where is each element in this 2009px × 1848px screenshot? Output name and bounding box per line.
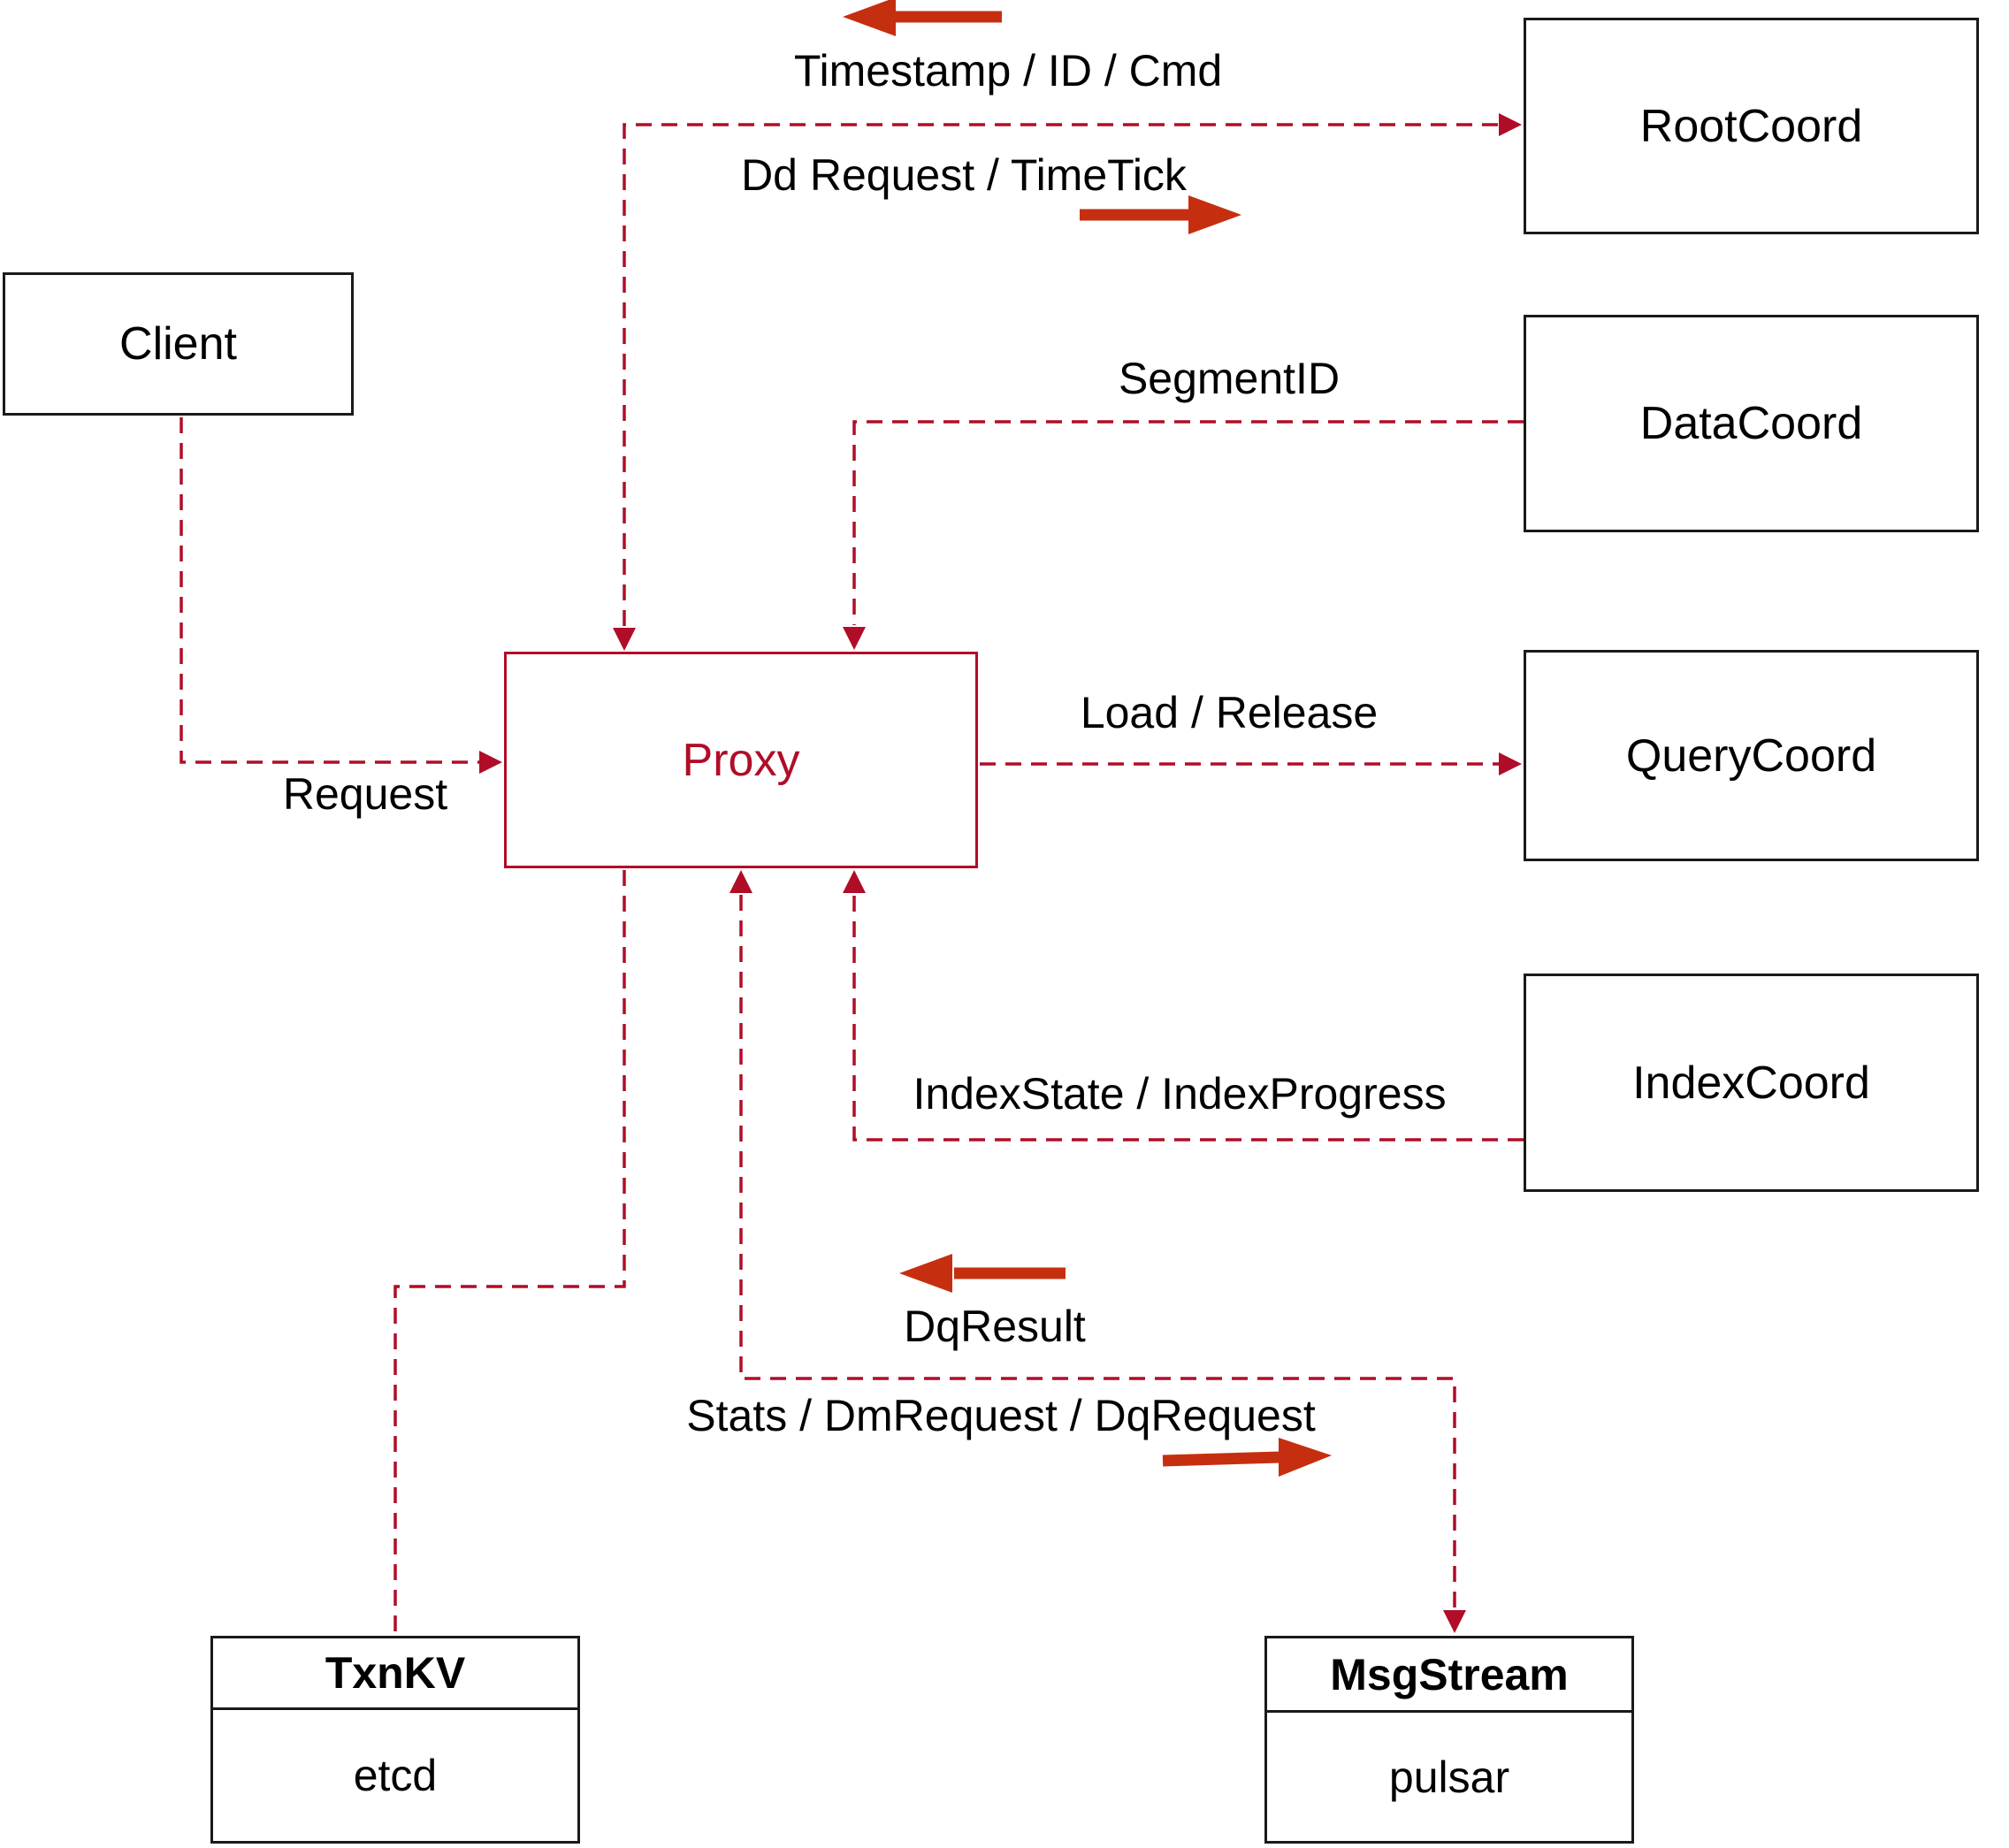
edge-label-index-state: IndexState / IndexProgress bbox=[913, 1069, 1447, 1119]
txnkv-body: etcd bbox=[353, 1751, 438, 1800]
proxy-label: Proxy bbox=[682, 734, 800, 786]
client-node: Client bbox=[3, 272, 354, 416]
edge-proxy-txnkv bbox=[393, 870, 626, 1634]
proxy-node: Proxy bbox=[504, 652, 978, 868]
edge-indexcoord-proxy bbox=[852, 895, 1524, 1142]
dd-request-direction-arrow-right bbox=[1080, 195, 1241, 234]
datacoord-label: DataCoord bbox=[1639, 398, 1863, 449]
client-label: Client bbox=[119, 318, 237, 370]
indexcoord-label: IndexCoord bbox=[1632, 1057, 1870, 1109]
edge-label-dq-result: DqResult bbox=[904, 1302, 1086, 1351]
datacoord-node: DataCoord bbox=[1524, 315, 1979, 532]
arrowhead-into-querycoord bbox=[1499, 752, 1522, 775]
edge-label-request: Request bbox=[282, 769, 448, 819]
edge-datacoord-proxy bbox=[852, 420, 1524, 625]
edge-label-dd-request-timetick: Dd Request / TimeTick bbox=[741, 150, 1187, 200]
rootcoord-label: RootCoord bbox=[1639, 100, 1863, 152]
arrowhead-into-rootcoord bbox=[1499, 113, 1522, 136]
msgstream-body: pulsar bbox=[1388, 1752, 1510, 1802]
timestamp-direction-arrow-left bbox=[843, 0, 1002, 36]
edge-label-stats-dm-dq: Stats / DmRequest / DqRequest bbox=[686, 1391, 1316, 1440]
arrowhead-into-msgstream bbox=[1443, 1610, 1466, 1633]
arrowhead-into-proxy-top-left bbox=[613, 628, 636, 651]
indexcoord-node: IndexCoord bbox=[1524, 974, 1979, 1192]
msgstream-node: MsgStream pulsar bbox=[1264, 1636, 1634, 1844]
msgstream-title: MsgStream bbox=[1267, 1638, 1631, 1713]
rootcoord-node: RootCoord bbox=[1524, 18, 1979, 234]
txnkv-node: TxnKV etcd bbox=[210, 1636, 580, 1844]
arrowhead-into-proxy-top-right bbox=[843, 627, 866, 650]
arrowhead-into-proxy-bottom-left bbox=[730, 870, 752, 893]
dq-result-direction-arrow-left bbox=[899, 1254, 1066, 1293]
edge-client-proxy bbox=[180, 417, 488, 764]
arrowhead-into-proxy-left bbox=[479, 751, 502, 774]
querycoord-node: QueryCoord bbox=[1524, 650, 1979, 861]
querycoord-label: QueryCoord bbox=[1625, 729, 1877, 782]
edge-label-segment-id: SegmentID bbox=[1118, 354, 1341, 403]
edge-label-load-release: Load / Release bbox=[1080, 688, 1379, 737]
edge-proxy-rootcoord bbox=[623, 123, 1514, 626]
edge-proxy-msgstream bbox=[739, 895, 1456, 1609]
arrowhead-into-proxy-bottom-right bbox=[843, 870, 866, 893]
edge-label-timestamp-id-cmd: Timestamp / ID / Cmd bbox=[793, 46, 1223, 95]
stats-direction-arrow-right bbox=[1162, 1438, 1332, 1477]
txnkv-title: TxnKV bbox=[213, 1638, 577, 1710]
